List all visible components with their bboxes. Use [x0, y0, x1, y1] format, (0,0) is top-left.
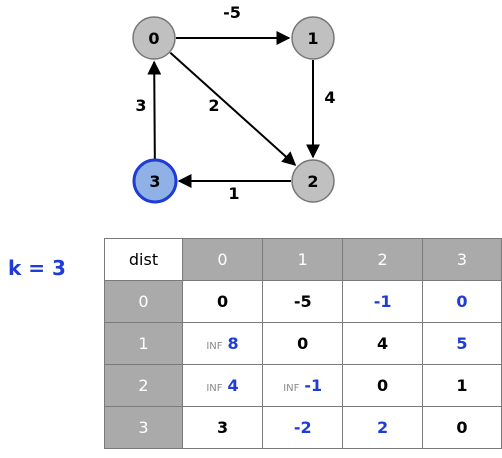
- table-cell: 0: [262, 322, 344, 365]
- edge-weight-label: 1: [228, 184, 239, 203]
- table-header-row: dist 0 1 2 3: [104, 238, 502, 281]
- row-header: 2: [104, 364, 183, 407]
- distance-value: 0: [456, 292, 468, 311]
- graph-node-2: [291, 159, 335, 203]
- table-cell: -1: [342, 280, 423, 323]
- table-cell: 0: [342, 364, 423, 407]
- table-cell: 0: [421, 406, 502, 449]
- distance-value: 4: [377, 334, 389, 353]
- previous-value-inf: INF: [206, 383, 223, 394]
- previous-value-inf: INF: [283, 383, 300, 394]
- column-header: 2: [342, 238, 423, 281]
- table-cell: 4: [342, 322, 423, 365]
- graph-diagram: -5 4 2 1 3 0 1 2 3: [132, 3, 336, 204]
- table-row: 0 0 -5 -1 0: [104, 280, 502, 323]
- iteration-label: k = 3: [8, 256, 66, 280]
- table-row: 3 3 -2 2 0: [104, 406, 502, 449]
- table-cell: 1: [421, 364, 502, 407]
- node-label: 1: [307, 29, 318, 48]
- distance-table: dist 0 1 2 3 0 0 -5 -1 0 1 INF 8 0 4 5 2 …: [104, 238, 502, 449]
- table-row: 1 INF 8 0 4 5: [104, 322, 502, 365]
- graph-node-1: [291, 16, 335, 60]
- table-cell: 0: [421, 280, 502, 323]
- distance-value: 2: [377, 418, 389, 437]
- row-header: 1: [104, 322, 183, 365]
- edge-3-0: [147, 60, 162, 160]
- distance-value: 5: [456, 334, 468, 353]
- table-cell: 2: [342, 406, 423, 449]
- table-cell: 0: [181, 280, 264, 323]
- distance-value: -1: [373, 292, 392, 311]
- graph-node-3: [132, 158, 178, 204]
- distance-value: 4: [227, 376, 239, 395]
- edge-0-2: [169, 51, 297, 166]
- table-corner-label: dist: [104, 238, 183, 281]
- table-cell: INF -1: [262, 364, 344, 407]
- edge-weight-label: 2: [208, 96, 219, 115]
- graph-node-0: [132, 16, 176, 60]
- distance-value: 0: [456, 418, 468, 437]
- table-cell: 5: [421, 322, 502, 365]
- distance-value: 0: [377, 376, 389, 395]
- table-cell: 3: [181, 406, 264, 449]
- edge-weight-label: -5: [223, 3, 241, 22]
- distance-value: -1: [304, 376, 323, 395]
- table-cell: INF 4: [181, 364, 264, 407]
- distance-value: -5: [293, 292, 312, 311]
- row-header: 0: [104, 280, 183, 323]
- distance-value: 3: [216, 418, 229, 437]
- table-cell: -5: [262, 280, 344, 323]
- node-label: 2: [307, 172, 318, 191]
- distance-value: 0: [297, 334, 309, 353]
- node-label: 0: [148, 29, 159, 48]
- row-header: 3: [104, 406, 183, 449]
- previous-value-inf: INF: [206, 341, 223, 352]
- edge-weight-label: 4: [324, 88, 335, 107]
- distance-value: 1: [456, 376, 468, 395]
- column-header: 1: [262, 238, 344, 281]
- column-header: 0: [181, 238, 264, 281]
- distance-value: -2: [293, 418, 312, 437]
- table-cell: -2: [262, 406, 344, 449]
- node-label: 3: [149, 172, 160, 191]
- edge-weight-label: 3: [135, 96, 146, 115]
- distance-value: 8: [227, 334, 239, 353]
- column-header: 3: [421, 238, 502, 281]
- table-row: 2 INF 4 INF -1 0 1: [104, 364, 502, 407]
- table-cell: INF 8: [181, 322, 264, 365]
- distance-value: 0: [216, 292, 229, 311]
